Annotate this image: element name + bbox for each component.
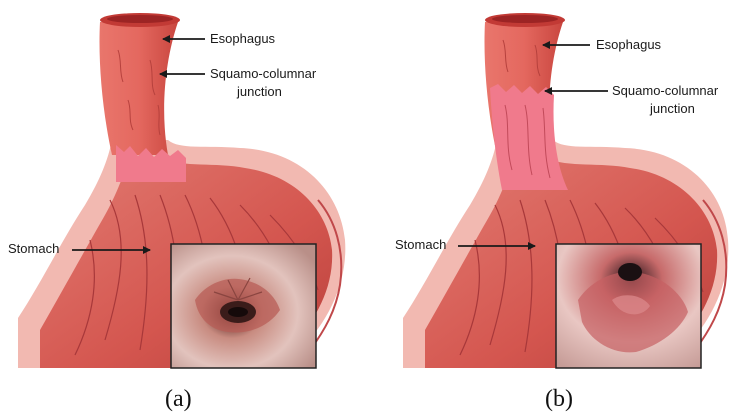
label-stomach-a: Stomach — [8, 241, 59, 256]
esophagus-lumen-b — [492, 15, 558, 23]
label-sqj-line2-b: junction — [649, 101, 695, 116]
label-esophagus-a: Esophagus — [210, 31, 276, 46]
panel-b: Esophagus Squamo-columnar junction Stoma… — [395, 13, 728, 412]
esophagus-lumen-a — [107, 15, 173, 23]
esophagus-a — [100, 22, 179, 155]
caption-a: (a) — [165, 386, 192, 412]
label-sqj-line1-b: Squamo-columnar — [612, 83, 719, 98]
label-stomach-b: Stomach — [395, 237, 446, 252]
label-sqj-line1-a: Squamo-columnar — [210, 66, 317, 81]
panel-a: Esophagus Squamo-columnar junction Stoma… — [8, 13, 345, 412]
label-esophagus-b: Esophagus — [596, 37, 662, 52]
label-sqj-line2-a: junction — [236, 84, 282, 99]
sqj-band-b — [490, 84, 568, 190]
caption-b: (b) — [545, 386, 573, 412]
